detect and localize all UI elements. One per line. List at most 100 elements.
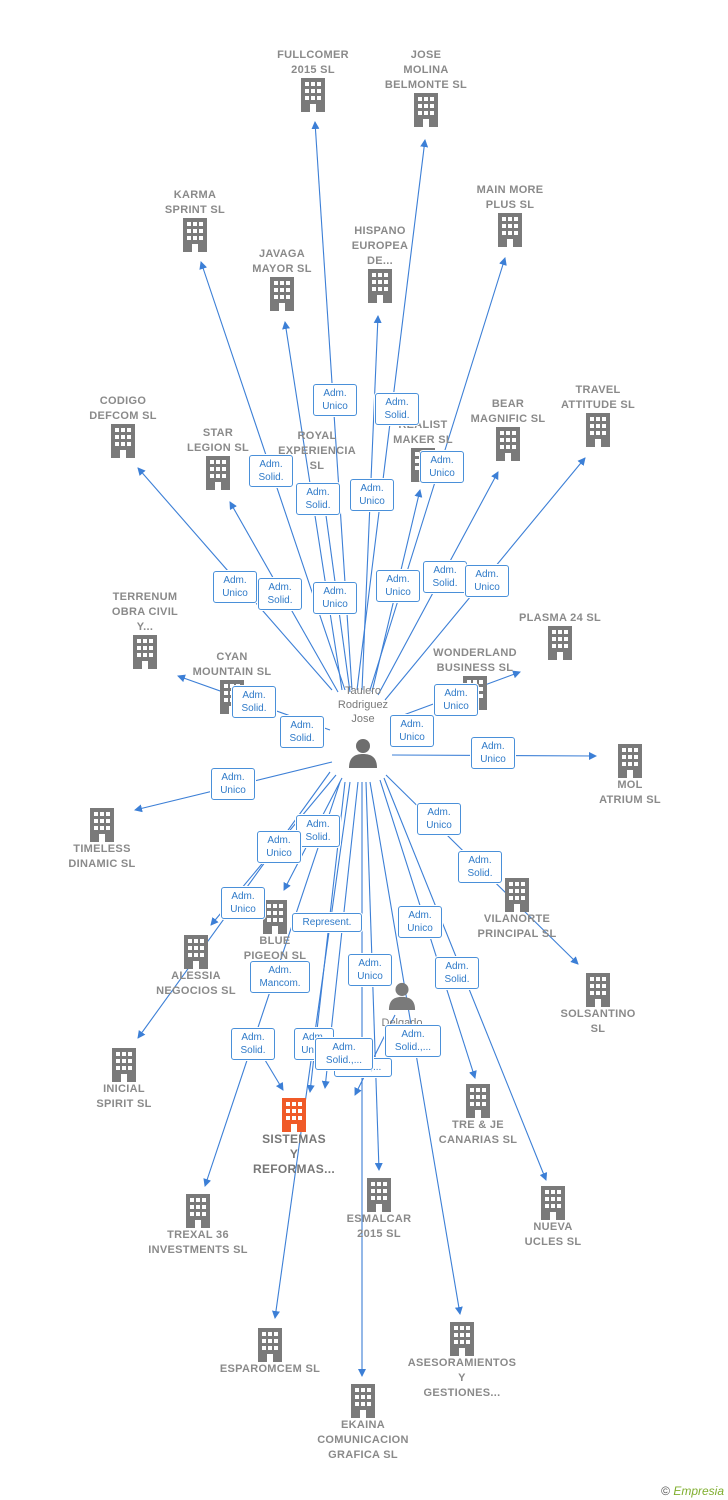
building-icon xyxy=(282,1098,306,1132)
building-icon xyxy=(496,427,520,461)
relation-tag[interactable]: Adm. Unico xyxy=(221,887,265,919)
company-node[interactable]: STAR LEGION SL xyxy=(153,426,283,490)
company-node[interactable]: JOSE MOLINA BELMONTE SL xyxy=(361,48,491,127)
company-node[interactable]: ESPAROMCEM SL xyxy=(205,1328,335,1377)
relation-tag[interactable]: Adm. Mancom. xyxy=(250,961,310,993)
company-node[interactable]: NUEVA UCLES SL xyxy=(488,1186,618,1250)
relation-tag[interactable]: Adm. Solid. xyxy=(375,393,419,425)
building-icon xyxy=(548,626,572,660)
company-node[interactable]: KARMA SPRINT SL xyxy=(130,188,260,252)
copyright-symbol: © xyxy=(661,1484,670,1498)
company-label: ESMALCAR 2015 SL xyxy=(346,1213,412,1240)
relation-tag[interactable]: Adm. Unico xyxy=(348,954,392,986)
relation-tag[interactable]: Adm. Unico xyxy=(350,479,394,511)
company-label: TIMELESS DINAMIC SL xyxy=(68,843,136,870)
relation-tag[interactable]: Adm. Solid. xyxy=(296,815,340,847)
relation-tag[interactable]: Adm. Solid. xyxy=(249,455,293,487)
company-node[interactable]: ROYAL EXPERIENCIA SL xyxy=(252,429,382,474)
company-label: BLUE PIGEON SL xyxy=(243,935,307,962)
company-label: FULLCOMER 2015 SL xyxy=(277,49,349,76)
relation-tag[interactable]: Adm. Solid. xyxy=(232,686,276,718)
company-node[interactable]: INICIAL SPIRIT SL xyxy=(59,1048,189,1112)
relation-tag[interactable]: Adm. Unico xyxy=(420,451,464,483)
company-label: INICIAL SPIRIT SL xyxy=(96,1083,152,1110)
building-icon xyxy=(186,1194,210,1228)
company-node[interactable]: VILANORTE PRINCIPAL SL xyxy=(452,878,582,942)
company-node[interactable]: TIMELESS DINAMIC SL xyxy=(37,808,167,872)
relation-tag[interactable]: Represent. xyxy=(292,913,362,932)
company-node[interactable]: EKAINA COMUNICACION GRAFICA SL xyxy=(298,1384,428,1463)
relation-tag[interactable]: Adm. Unico xyxy=(313,582,357,614)
focus-company-node[interactable]: SISTEMAS Y REFORMAS... xyxy=(229,1098,359,1177)
relation-tag[interactable]: Adm. Solid. xyxy=(435,957,479,989)
company-label: BEAR MAGNIFIC SL xyxy=(470,398,546,425)
relation-tag[interactable]: Adm. Unico xyxy=(398,906,442,938)
relation-tag[interactable]: Adm. Solid.,... xyxy=(385,1025,441,1057)
company-node[interactable]: JAVAGA MAYOR SL xyxy=(217,247,347,311)
company-node[interactable]: TREXAL 36 INVESTMENTS SL xyxy=(133,1194,263,1258)
company-label: ESPAROMCEM SL xyxy=(219,1363,321,1375)
relation-tag[interactable]: Adm. Unico xyxy=(390,715,434,747)
company-label: HISPANO EUROPEA DE... xyxy=(351,225,409,267)
company-node[interactable]: TERRENUM OBRA CIVIL Y... xyxy=(80,590,210,669)
company-label: TRE & JE CANARIAS SL xyxy=(438,1119,518,1146)
relation-tag[interactable]: Adm. Solid. xyxy=(258,578,302,610)
relation-tag[interactable]: Adm. Unico xyxy=(313,384,357,416)
company-node[interactable]: PLASMA 24 SL xyxy=(495,611,625,660)
company-node[interactable]: MOL ATRIUM SL xyxy=(565,744,695,808)
building-icon xyxy=(618,744,642,778)
relation-tag[interactable]: Adm. Unico xyxy=(471,737,515,769)
building-icon xyxy=(351,1384,375,1418)
relation-tag[interactable]: Adm. Solid. xyxy=(458,851,502,883)
company-node[interactable]: CODIGO DEFCOM SL xyxy=(58,394,188,458)
relation-tag[interactable]: Adm. Solid. xyxy=(296,483,340,515)
company-label: MAIN MORE PLUS SL xyxy=(476,184,544,211)
company-node[interactable]: FULLCOMER 2015 SL xyxy=(248,48,378,112)
relation-tag[interactable]: Adm. Solid. xyxy=(231,1028,275,1060)
company-label: PLASMA 24 SL xyxy=(518,612,602,624)
company-node[interactable]: SOLSANTINO SL xyxy=(533,973,663,1037)
company-node[interactable]: TRAVEL ATTITUDE SL xyxy=(533,383,663,447)
building-icon xyxy=(301,78,325,112)
building-icon xyxy=(498,213,522,247)
relation-tag[interactable]: Adm. Unico xyxy=(465,565,509,597)
company-node[interactable]: ALESSIA NEGOCIOS SL xyxy=(131,935,261,999)
building-icon xyxy=(368,269,392,303)
company-label: MOL ATRIUM SL xyxy=(599,779,661,806)
company-label: ASESORAMIENTOS Y GESTIONES... xyxy=(407,1357,517,1399)
company-node[interactable]: ESMALCAR 2015 SL xyxy=(314,1178,444,1242)
building-icon xyxy=(206,456,230,490)
company-node[interactable]: BEAR MAGNIFIC SL xyxy=(443,397,573,461)
building-icon xyxy=(184,935,208,969)
building-icon xyxy=(133,635,157,669)
building-icon xyxy=(541,1186,565,1220)
relation-tag[interactable]: Adm. Unico xyxy=(213,571,257,603)
building-icon xyxy=(183,218,207,252)
company-label: NUEVA UCLES SL xyxy=(524,1221,582,1248)
company-label: STAR LEGION SL xyxy=(187,427,249,454)
company-node[interactable]: BLUE PIGEON SL xyxy=(210,900,340,964)
company-node[interactable]: MAIN MORE PLUS SL xyxy=(445,183,575,247)
company-label: ALESSIA NEGOCIOS SL xyxy=(156,970,236,997)
company-node[interactable]: ASESORAMIENTOS Y GESTIONES... xyxy=(397,1322,527,1401)
company-label: EKAINA COMUNICACION GRAFICA SL xyxy=(317,1419,409,1461)
building-icon xyxy=(505,878,529,912)
building-icon xyxy=(270,277,294,311)
relation-tag[interactable]: Adm. Unico xyxy=(257,831,301,863)
relation-tag[interactable]: Adm. Solid. xyxy=(280,716,324,748)
building-icon xyxy=(112,1048,136,1082)
building-icon xyxy=(586,413,610,447)
person-label: Taulero Rodriguez Jose xyxy=(337,685,389,725)
company-label: TREXAL 36 INVESTMENTS SL xyxy=(148,1229,248,1256)
relation-tag[interactable]: Adm. Solid. xyxy=(423,561,467,593)
company-node[interactable]: TRE & JE CANARIAS SL xyxy=(413,1084,543,1148)
relation-tag[interactable]: Adm. Unico xyxy=(434,684,478,716)
relation-tag[interactable]: Adm. Solid.,... xyxy=(315,1038,373,1070)
building-icon xyxy=(258,1328,282,1362)
company-label: SOLSANTINO SL xyxy=(560,1008,636,1035)
relation-tag[interactable]: Adm. Unico xyxy=(417,803,461,835)
company-label: TERRENUM OBRA CIVIL Y... xyxy=(111,591,179,633)
relation-tag[interactable]: Adm. Unico xyxy=(376,570,420,602)
company-node[interactable]: HISPANO EUROPEA DE... xyxy=(315,224,445,303)
relation-tag[interactable]: Adm. Unico xyxy=(211,768,255,800)
